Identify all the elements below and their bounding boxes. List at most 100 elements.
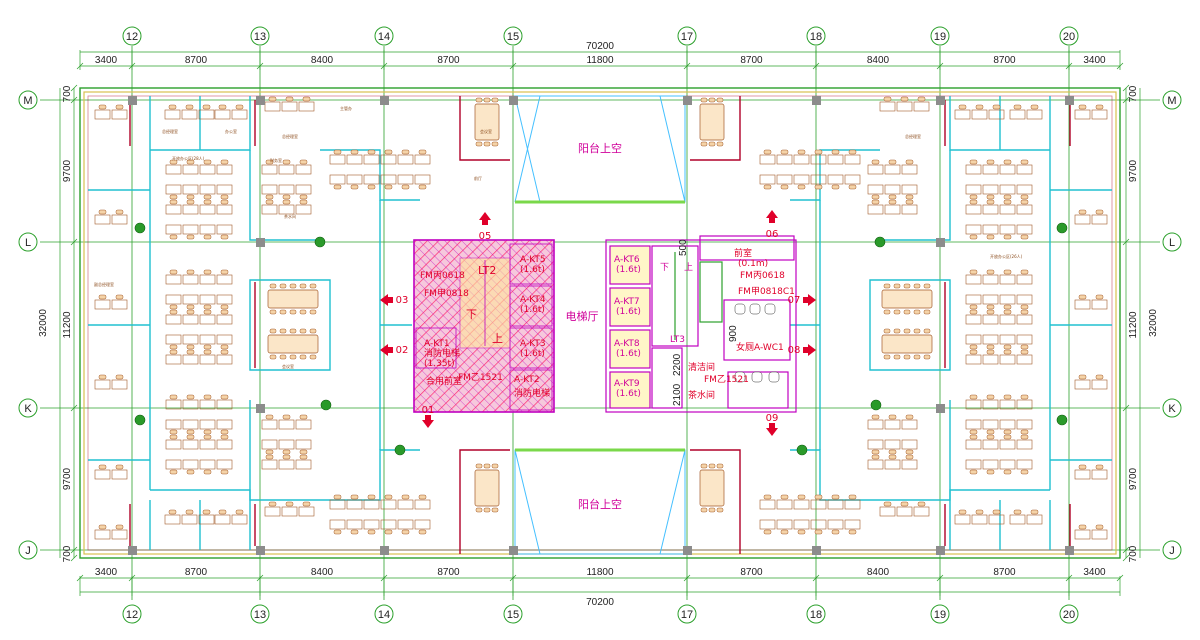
chair	[923, 354, 931, 360]
desk	[982, 459, 999, 470]
desk	[181, 514, 198, 525]
chair	[917, 96, 926, 102]
chair	[169, 309, 178, 315]
desk	[216, 439, 233, 450]
chair	[483, 141, 491, 147]
desk	[295, 184, 312, 195]
chair	[797, 184, 806, 190]
chair	[975, 509, 984, 515]
desk	[982, 204, 999, 215]
dim-segment: 3400	[95, 55, 118, 66]
axis-label: 15	[507, 31, 519, 43]
chair	[797, 529, 806, 535]
chair	[202, 104, 211, 110]
chair	[186, 434, 195, 440]
chair	[418, 149, 427, 155]
desk	[1091, 469, 1108, 480]
right-lift-6-cap: (1.6t)	[616, 265, 641, 275]
chair	[888, 454, 897, 460]
room-label: 主管办	[340, 105, 352, 111]
desk	[111, 299, 128, 310]
desk	[954, 514, 971, 525]
chair	[905, 159, 914, 165]
chair	[98, 524, 107, 530]
desk	[1016, 334, 1033, 345]
plant	[874, 236, 886, 248]
dim-segment: 8400	[311, 55, 334, 66]
column	[936, 404, 945, 413]
axis-bubble	[1162, 540, 1182, 560]
chair	[418, 529, 427, 535]
desk	[165, 204, 182, 215]
desk	[199, 419, 216, 430]
desk	[182, 314, 199, 325]
left-lift-4-cap: (1.6t)	[520, 305, 545, 315]
balcony-bottom-label: 阳台上空	[578, 497, 622, 511]
chair	[763, 494, 772, 500]
chair	[279, 354, 287, 360]
chair	[871, 199, 880, 205]
desk	[1074, 469, 1091, 480]
chair	[992, 509, 1001, 515]
chair	[1095, 209, 1104, 215]
chair	[780, 529, 789, 535]
desk	[198, 514, 215, 525]
chair	[299, 354, 307, 360]
chair	[1003, 304, 1012, 310]
desk	[278, 204, 295, 215]
chair	[969, 199, 978, 205]
chair	[1095, 294, 1104, 300]
chair	[905, 199, 914, 205]
desk	[216, 224, 233, 235]
chair	[700, 507, 708, 513]
chair	[282, 414, 291, 420]
desk	[164, 514, 181, 525]
exit-arrow	[766, 423, 778, 436]
left-lift-1-sub: 消防电梯	[424, 347, 460, 359]
desk	[216, 294, 233, 305]
desk	[999, 419, 1016, 430]
desk	[1016, 314, 1033, 325]
chair	[797, 494, 806, 500]
room-label: 副总经理室	[94, 281, 114, 287]
dim-segment: 9700	[1128, 159, 1139, 182]
column	[509, 96, 518, 105]
desk	[879, 101, 896, 112]
dim-segment: 3400	[1083, 567, 1106, 578]
desk	[971, 109, 988, 120]
chair	[279, 283, 287, 289]
desk	[281, 101, 298, 112]
plant	[134, 222, 146, 234]
desk	[182, 459, 199, 470]
desk	[182, 274, 199, 285]
chair	[203, 304, 212, 310]
chair	[203, 199, 212, 205]
chair	[186, 394, 195, 400]
chair	[883, 501, 892, 507]
desk	[1016, 184, 1033, 195]
chair	[708, 141, 716, 147]
desk	[965, 294, 982, 305]
chair	[1003, 344, 1012, 350]
dim-tick	[1122, 96, 1130, 104]
desk	[982, 334, 999, 345]
desk	[216, 459, 233, 470]
chair	[279, 309, 287, 315]
chair	[169, 469, 178, 475]
chair	[1020, 304, 1029, 310]
chair	[797, 149, 806, 155]
axis-label: 18	[810, 31, 822, 43]
chair	[708, 507, 716, 513]
partitions	[88, 96, 1112, 550]
chair	[333, 494, 342, 500]
chair	[883, 96, 892, 102]
desk	[1009, 514, 1026, 525]
chair	[299, 159, 308, 165]
chair	[969, 344, 978, 350]
room-label: 总经理室	[162, 128, 178, 134]
exit-number: 08	[788, 345, 801, 356]
chair	[299, 449, 308, 455]
dim-tick	[70, 554, 78, 562]
chair	[203, 269, 212, 275]
desk	[884, 184, 901, 195]
